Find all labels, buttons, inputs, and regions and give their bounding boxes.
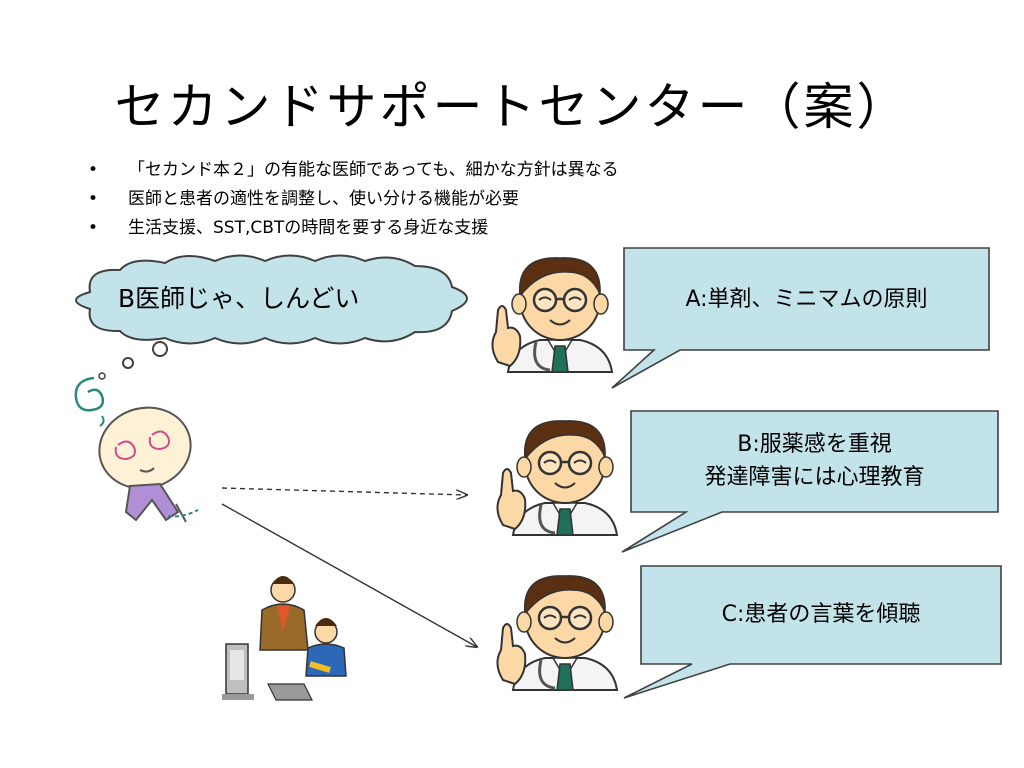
bullet-item: •「セカンド本２」の有能な医師であっても、細かな方針は異なる bbox=[84, 156, 619, 185]
callout-b-line1: B:服薬感を重視 bbox=[737, 432, 892, 457]
bullet-list: •「セカンド本２」の有能な医師であっても、細かな方針は異なる •医師と患者の適性… bbox=[84, 156, 619, 243]
bullet-item: •医師と患者の適性を調整し、使い分ける機能が必要 bbox=[84, 185, 619, 214]
callout-a-text: A:単剤、ミニマムの原則 bbox=[685, 287, 928, 312]
bullet-item: •生活支援、SST,CBTの時間を要する身近な支援 bbox=[84, 214, 619, 243]
bullet-dot: • bbox=[88, 218, 99, 238]
arrow-to-c bbox=[221, 503, 477, 647]
doctor-a-illustration bbox=[490, 256, 614, 374]
thought-bubble-dot bbox=[122, 357, 134, 369]
callout-b-line2: 発達障害には心理教育 bbox=[704, 465, 925, 490]
callout-b-text: B:服薬感を重視 発達障害には心理教育 bbox=[631, 428, 998, 494]
dashed-arrow-to-b bbox=[221, 487, 467, 495]
callout-c-box bbox=[623, 565, 1002, 699]
counseling-illustration bbox=[222, 576, 347, 701]
callout-b-box bbox=[621, 410, 999, 553]
bullet-dot: • bbox=[88, 189, 99, 209]
thought-bubble bbox=[75, 254, 468, 345]
doctor-c-illustration bbox=[495, 574, 619, 692]
thought-bubble-dot bbox=[98, 372, 106, 380]
slide-title: セカンドサポートセンター（案） bbox=[114, 78, 910, 136]
dizzy-patient-illustration bbox=[74, 376, 199, 523]
thought-bubble-text: B医師じゃ、しんどい bbox=[118, 284, 360, 313]
doctor-b-illustration bbox=[495, 419, 619, 537]
thought-bubble-dot bbox=[152, 341, 168, 357]
bullet-dot: • bbox=[88, 160, 99, 180]
callout-a-box bbox=[611, 247, 990, 389]
callout-c-text: C:患者の言葉を傾聴 bbox=[721, 602, 921, 627]
